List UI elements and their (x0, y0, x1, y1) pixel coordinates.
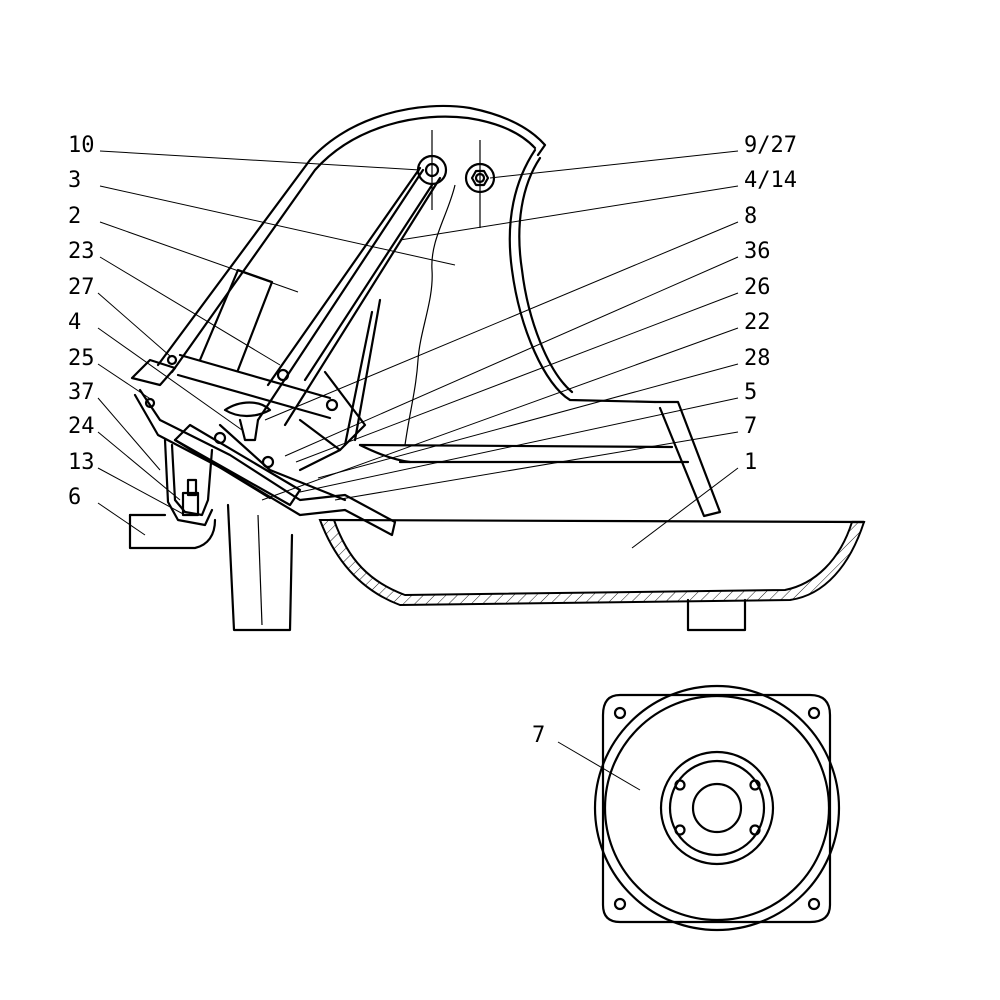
callout-28: 28 (744, 346, 771, 371)
base-trough (226, 503, 866, 632)
callout-37: 37 (68, 380, 95, 405)
callout-9-27: 9/27 (744, 133, 797, 158)
callout-8: 8 (744, 204, 757, 229)
lever-arm (256, 130, 442, 427)
callout-3: 3 (68, 168, 81, 193)
callout-25: 25 (68, 346, 95, 371)
lower-mount (128, 438, 217, 550)
callout-detail-7: 7 (532, 723, 545, 748)
callout-5: 5 (744, 380, 757, 405)
callout-22: 22 (744, 310, 771, 335)
leader-lines (97, 150, 739, 791)
callout-26: 26 (744, 275, 771, 300)
callout-23: 23 (68, 239, 95, 264)
nut-9-27 (464, 140, 496, 228)
motor-block (176, 268, 332, 420)
callout-1: 1 (744, 450, 757, 475)
hood-housing (156, 104, 722, 518)
callout-7: 7 (744, 414, 757, 439)
callout-10: 10 (68, 133, 95, 158)
callout-6: 6 (68, 485, 81, 510)
callout-27: 27 (68, 275, 95, 300)
callout-labels-left: 10 3 2 23 27 4 25 37 24 13 6 (68, 133, 95, 510)
callout-4: 4 (68, 310, 81, 335)
detail-view-7 (593, 684, 841, 932)
callout-24: 24 (68, 414, 95, 439)
callout-4-14: 4/14 (744, 168, 797, 193)
callout-labels-right: 9/27 4/14 8 36 26 22 28 5 7 1 (744, 133, 797, 475)
callout-13: 13 (68, 450, 95, 475)
callout-36: 36 (744, 239, 771, 264)
bracket-assembly (130, 354, 397, 537)
callout-2: 2 (68, 204, 81, 229)
